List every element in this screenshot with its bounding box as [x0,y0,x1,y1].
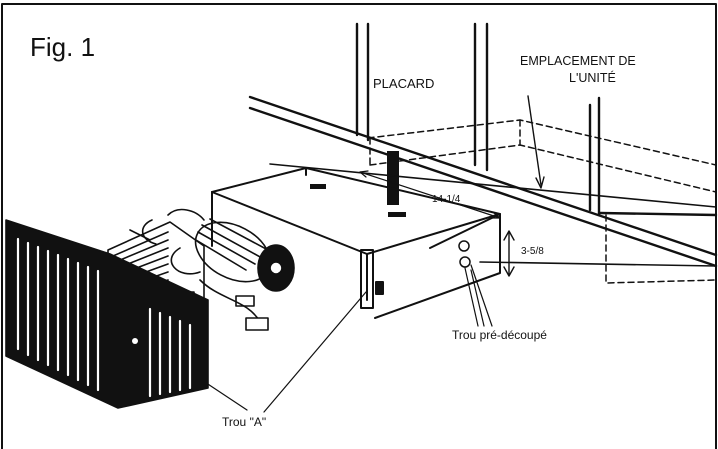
unit-location-box [367,119,717,284]
closet-label: PLACARD [373,76,435,91]
grille [5,219,209,409]
unit-location-label-line2: L'UNITÉ [569,71,616,85]
figure-title: Fig. 1 [30,32,96,62]
figure-frame [1,3,717,449]
height-dimension-label: 3-5/8 [521,246,544,257]
unit-location-label-line1: EMPLACEMENT DE [520,54,636,68]
hole-a-marker [132,338,138,344]
closet-structure [248,22,718,268]
floor-line [269,163,717,208]
depth-dimension-label: 14-1/4 [432,194,461,205]
duct-column [387,151,399,205]
precut-hole-lower [459,256,471,268]
height-dimension [503,230,515,277]
precut-hole-upper [458,240,470,252]
hole-a-label: Trou "A" [222,415,267,429]
precut-hole-label: Trou pré-découpé [452,328,547,342]
depth-dimension [359,170,501,219]
heater-housing [211,167,501,319]
unit-location-arrow [527,95,545,189]
